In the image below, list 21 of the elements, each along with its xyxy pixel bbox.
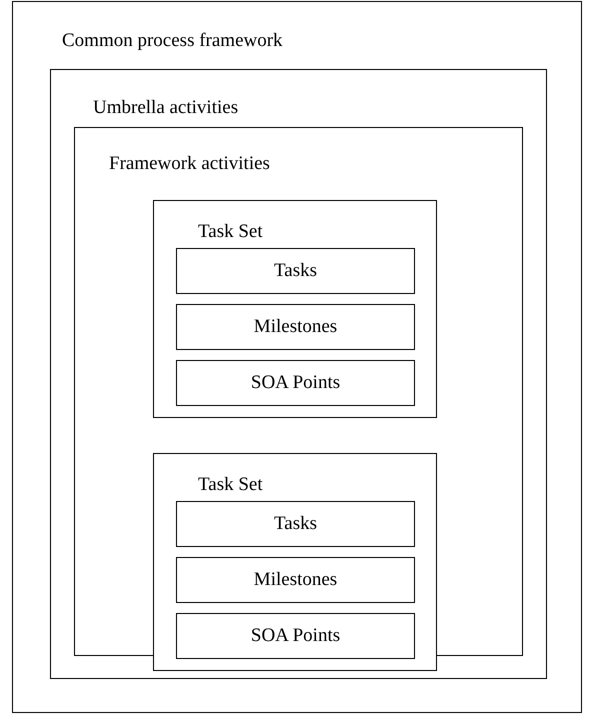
process-box <box>176 557 415 603</box>
process-box <box>176 501 415 547</box>
container-title: Common process framework <box>62 30 283 52</box>
container-box <box>153 200 437 418</box>
container-title: Umbrella activities <box>93 97 238 119</box>
process-box <box>176 304 415 350</box>
container-box <box>12 1 582 713</box>
box-label: Tasks <box>274 513 317 535</box>
process-box <box>176 360 415 406</box>
box-label: Milestones <box>254 316 338 338</box>
container-title: Task Set <box>198 474 263 496</box>
container-box <box>153 453 437 671</box>
container-title: Framework activities <box>109 153 270 175</box>
box-label: SOA Points <box>250 372 340 394</box>
box-label: SOA Points <box>250 625 340 647</box>
container-title: Task Set <box>198 221 263 243</box>
container-box <box>50 69 547 679</box>
process-box <box>176 613 415 659</box>
box-label: Tasks <box>274 260 317 282</box>
box-label: Milestones <box>254 569 338 591</box>
process-box <box>176 248 415 294</box>
